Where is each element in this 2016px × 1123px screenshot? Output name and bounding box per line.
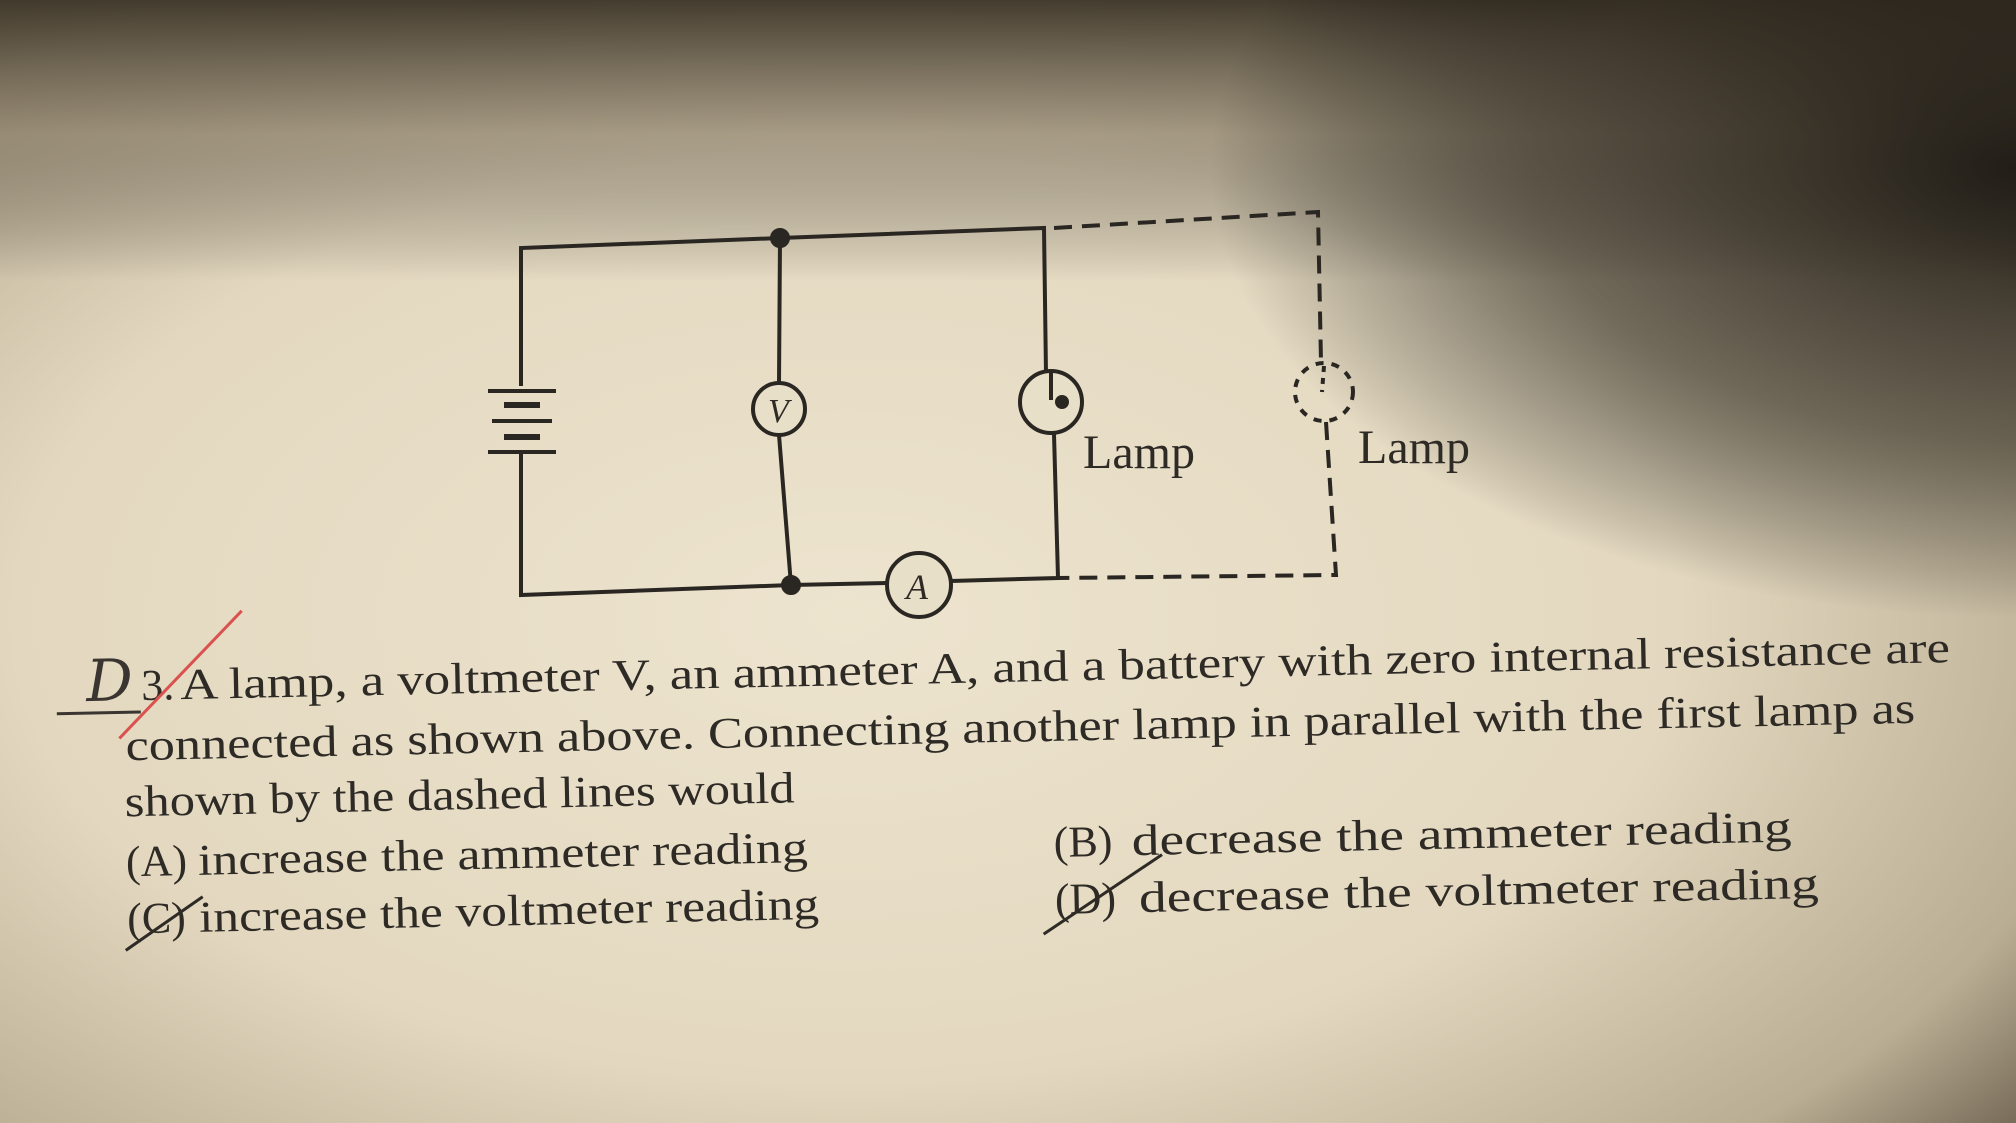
junction-bottom bbox=[781, 575, 801, 595]
battery-icon bbox=[488, 389, 556, 454]
cross-out-mark bbox=[1042, 853, 1163, 936]
dashed-lamp-icon bbox=[1293, 361, 1355, 423]
cross-out-mark bbox=[124, 895, 204, 952]
ammeter-label: A bbox=[904, 567, 929, 607]
choice-letter: (C) bbox=[127, 893, 187, 943]
choice-letter: (A) bbox=[125, 836, 187, 886]
lamp-label: Lamp bbox=[1083, 426, 1195, 479]
dashed-lamp-label: Lamp bbox=[1358, 421, 1470, 474]
choice-letter: (D) bbox=[1054, 874, 1116, 924]
ammeter-icon bbox=[885, 551, 953, 619]
red-check-mark bbox=[118, 609, 243, 740]
handwritten-answer: D bbox=[84, 646, 133, 715]
choice-letter: (B) bbox=[1053, 817, 1113, 867]
voltmeter-icon bbox=[751, 381, 807, 437]
dashed-wire-parallel bbox=[1053, 209, 1339, 580]
lamp-icon bbox=[1018, 369, 1084, 435]
wire-voltmeter bbox=[777, 237, 793, 586]
junction-top bbox=[770, 228, 790, 248]
circuit-diagram bbox=[488, 209, 1355, 619]
wire-bottom bbox=[519, 452, 888, 598]
